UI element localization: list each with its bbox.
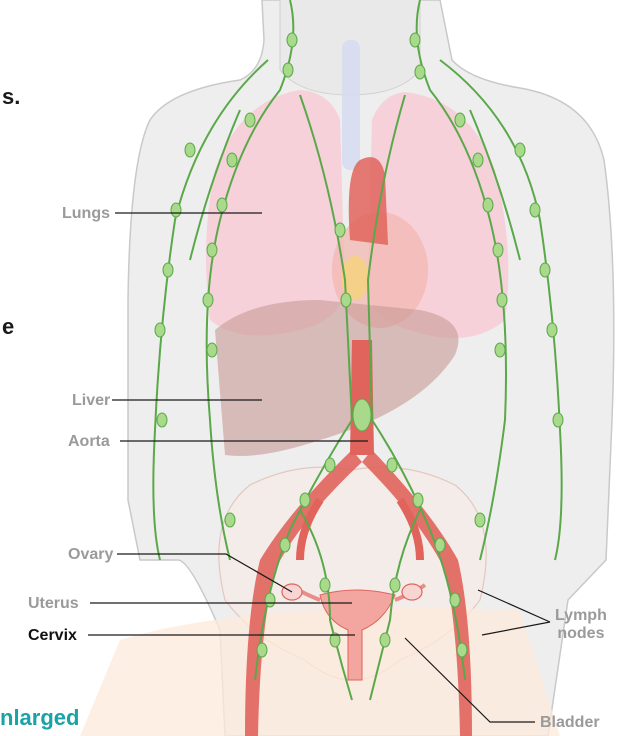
label-lymph-line1: Lymph: [555, 607, 607, 625]
label-bladder: Bladder: [540, 714, 600, 732]
trachea: [342, 40, 360, 170]
caption-enlarged: nlarged: [0, 706, 79, 730]
label-aorta: Aorta: [68, 433, 110, 451]
label-lungs: Lungs: [62, 205, 110, 223]
label-ovary: Ovary: [68, 546, 113, 564]
lower-body-tint: [80, 608, 560, 736]
ovary-right: [402, 584, 422, 600]
label-lymph-nodes: Lymph nodes: [555, 607, 607, 643]
label-cervix: Cervix: [28, 627, 77, 645]
aortic-arch: [349, 157, 388, 245]
label-lymph-line2: nodes: [555, 625, 607, 643]
label-uterus: Uterus: [28, 595, 79, 613]
label-liver: Liver: [72, 392, 110, 410]
left-text-fragment-2: e: [2, 314, 14, 340]
left-text-fragment-1: s.: [2, 84, 20, 110]
